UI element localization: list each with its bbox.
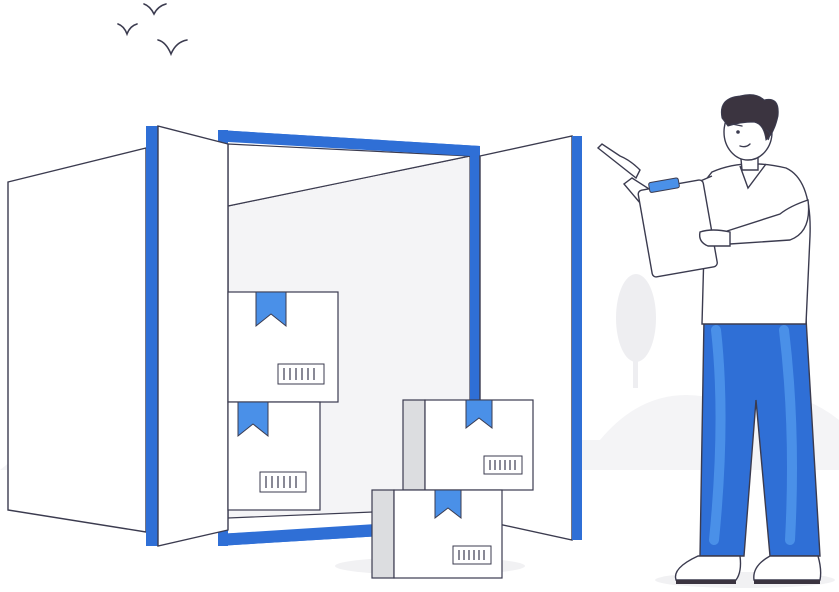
tree-icon: [616, 274, 656, 388]
cardboard-box-icon: [227, 401, 321, 511]
bird-icon: [117, 3, 188, 57]
cardboard-box-icon: [402, 399, 534, 491]
person-with-clipboard-icon: [596, 94, 822, 584]
cardboard-box-icon: [227, 291, 339, 403]
cardboard-box-icon: [371, 489, 503, 579]
